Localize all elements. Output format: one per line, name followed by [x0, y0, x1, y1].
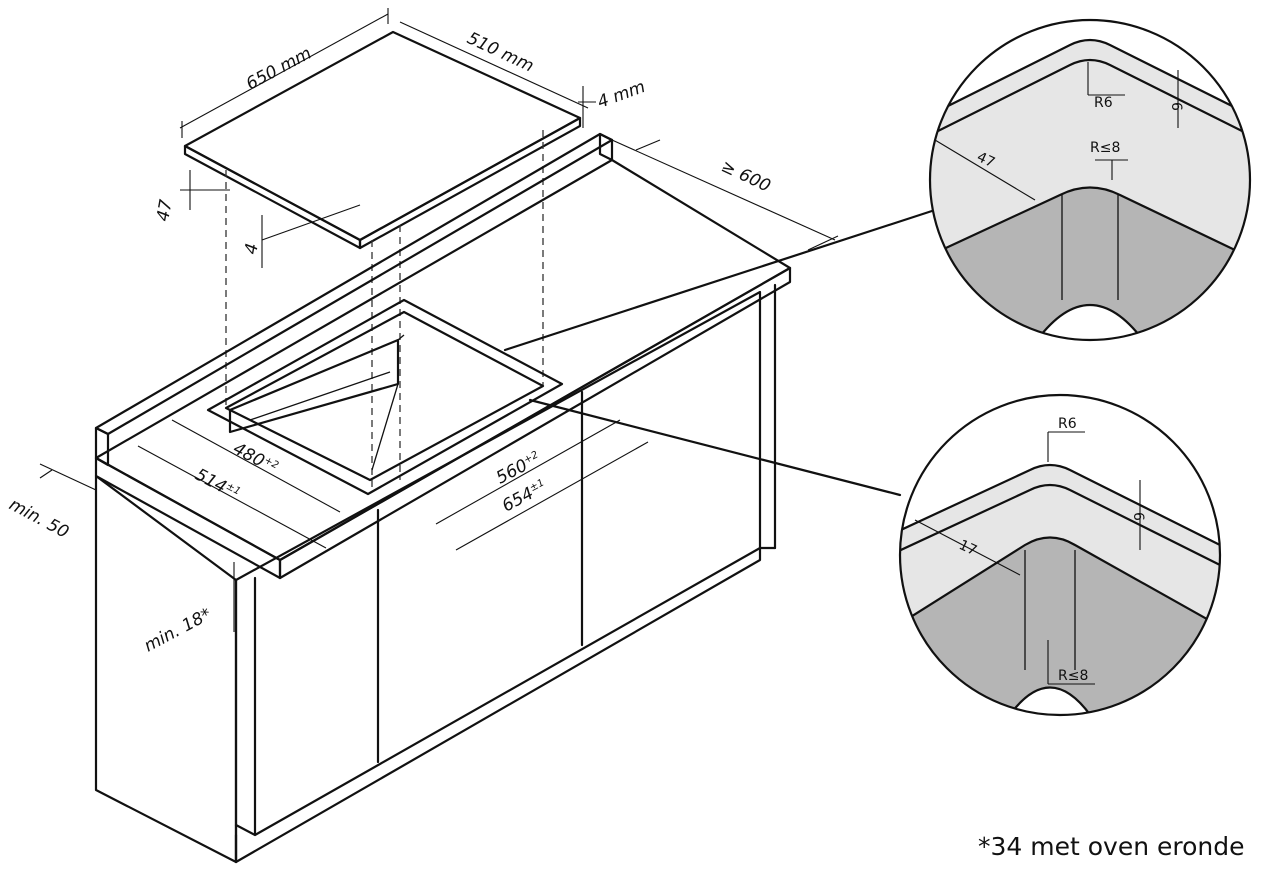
detail-top-rim: 47 [974, 149, 997, 171]
detail-bottom-radius-inner: R≤8 [1058, 668, 1088, 684]
detail-leaders [503, 208, 937, 497]
cabinet [94, 283, 777, 864]
detail-circle-top [928, 18, 1252, 342]
detail-top-radius-inner: R≤8 [1090, 140, 1120, 156]
detail-circle-bottom [898, 393, 1222, 717]
cutout [206, 298, 564, 496]
detail-bottom-rim: 17 [956, 537, 979, 559]
hob-dimensions [179, 8, 596, 268]
detail-bottom-radius-outer: R6 [1058, 416, 1077, 432]
hob-plate [183, 30, 582, 250]
footnote: *34 met oven eronde [978, 832, 1245, 861]
label-hob-length: 650 mm [243, 43, 315, 94]
label-hob-glass: 4 mm [595, 77, 648, 113]
label-counter-depth: ≥ 600 [718, 156, 774, 196]
detail-top-radius-outer: R6 [1094, 95, 1113, 111]
label-front-margin: min. 50 [6, 495, 72, 543]
detail-bottom-depth: 6 [1130, 512, 1146, 521]
detail-top-depth: 6 [1168, 102, 1184, 111]
label-counter-thickness: min. 18* [141, 604, 215, 656]
cutout-dimensions [39, 139, 839, 632]
label-hob-height: 47 [153, 198, 176, 223]
label-hob-thickness: 4 [241, 242, 263, 256]
countertop [94, 132, 792, 580]
